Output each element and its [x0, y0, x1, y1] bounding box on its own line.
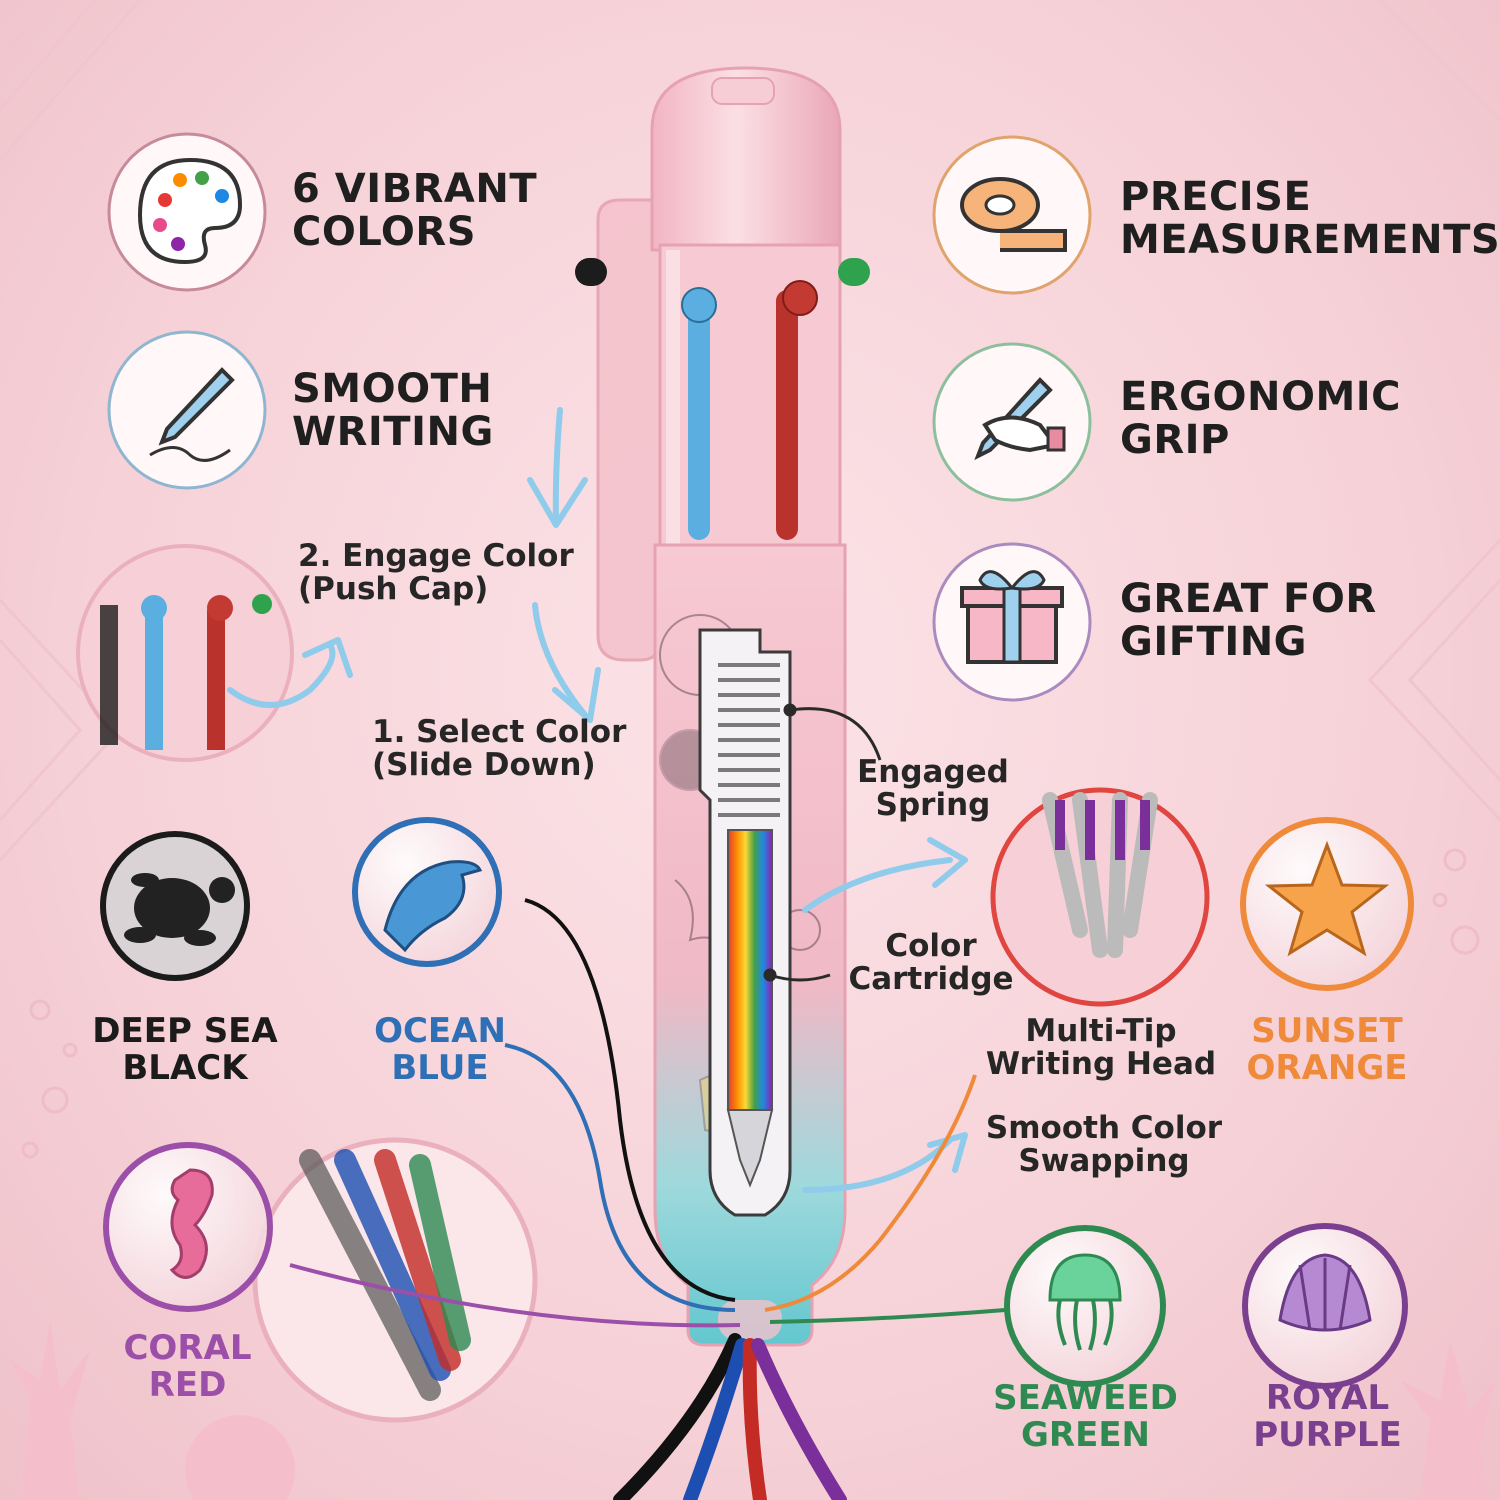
feature-pen-circle: [107, 330, 267, 490]
color-label-blue: OCEAN BLUE: [374, 1011, 506, 1088]
starfish-icon: [1264, 840, 1390, 957]
color-purple-coral-circle: [103, 1142, 273, 1312]
seashell-icon: [1278, 1253, 1372, 1332]
gift-box-icon: [960, 570, 1064, 664]
step-engage-color: 2. Engage Color (Push Cap): [298, 538, 574, 608]
background-coral: [10, 1320, 1495, 1500]
step-select-color: 1. Select Color (Slide Down): [372, 714, 627, 784]
hand-holding-pen-icon: [974, 377, 1066, 461]
feature-label-gifting: GREAT FOR GIFTING: [1120, 576, 1377, 666]
feature-label-measurements: PRECISE MEASUREMENTS: [1120, 174, 1500, 264]
spring: [718, 663, 780, 817]
feature-gift-circle: [932, 542, 1092, 702]
color-label-coral: CORAL RED: [123, 1328, 252, 1405]
color-green-circle: [1004, 1225, 1166, 1387]
color-black-circle: [100, 831, 250, 981]
feature-grip-circle: [932, 342, 1092, 502]
color-orange-circle: [1240, 817, 1414, 991]
color-royal-purple-circle: [1242, 1223, 1408, 1389]
feature-label-colors: 6 VIBRANT COLORS: [292, 166, 538, 256]
detail-pen-tips-circle: [252, 1137, 538, 1423]
color-label-purple: ROYAL PURPLE: [1253, 1378, 1402, 1455]
color-blue-circle: [352, 817, 502, 967]
pen-writing-icon: [149, 367, 235, 462]
feature-palette-circle: [107, 132, 267, 292]
seahorse-icon: [169, 1168, 214, 1279]
color-label-orange: SUNSET ORANGE: [1246, 1011, 1408, 1088]
measuring-tape-icon: [960, 177, 1067, 252]
detail-tips-circle: [990, 787, 1210, 1007]
color-connector-lines: [289, 898, 1006, 1328]
pen-illustration: [575, 66, 870, 1500]
feature-label-writing: SMOOTH WRITING: [292, 366, 494, 456]
feature-tape-circle: [932, 135, 1092, 295]
part-label-swap: Smooth Color Swapping: [985, 1110, 1223, 1180]
ink-strands: [613, 1333, 847, 1500]
background-bubbles: [21, 848, 1480, 1159]
detail-sliders-circle: [76, 544, 294, 762]
callout-lines: [763, 703, 882, 982]
dolphin-icon: [383, 860, 483, 953]
sea-turtle-icon: [124, 873, 235, 946]
color-label-black: DEEP SEA BLACK: [92, 1011, 278, 1088]
part-label-head: Multi-Tip Writing Head: [985, 1013, 1217, 1083]
part-label-spring: Engaged Spring: [857, 754, 1009, 824]
feature-label-grip: ERGONOMIC GRIP: [1120, 374, 1401, 464]
palette-icon: [137, 157, 243, 265]
arrows: [227, 407, 968, 1193]
color-label-green: SEAWEED GREEN: [993, 1378, 1178, 1455]
part-label-cartridge: Color Cartridge: [848, 928, 1014, 998]
jellyfish-icon: [1048, 1253, 1122, 1351]
